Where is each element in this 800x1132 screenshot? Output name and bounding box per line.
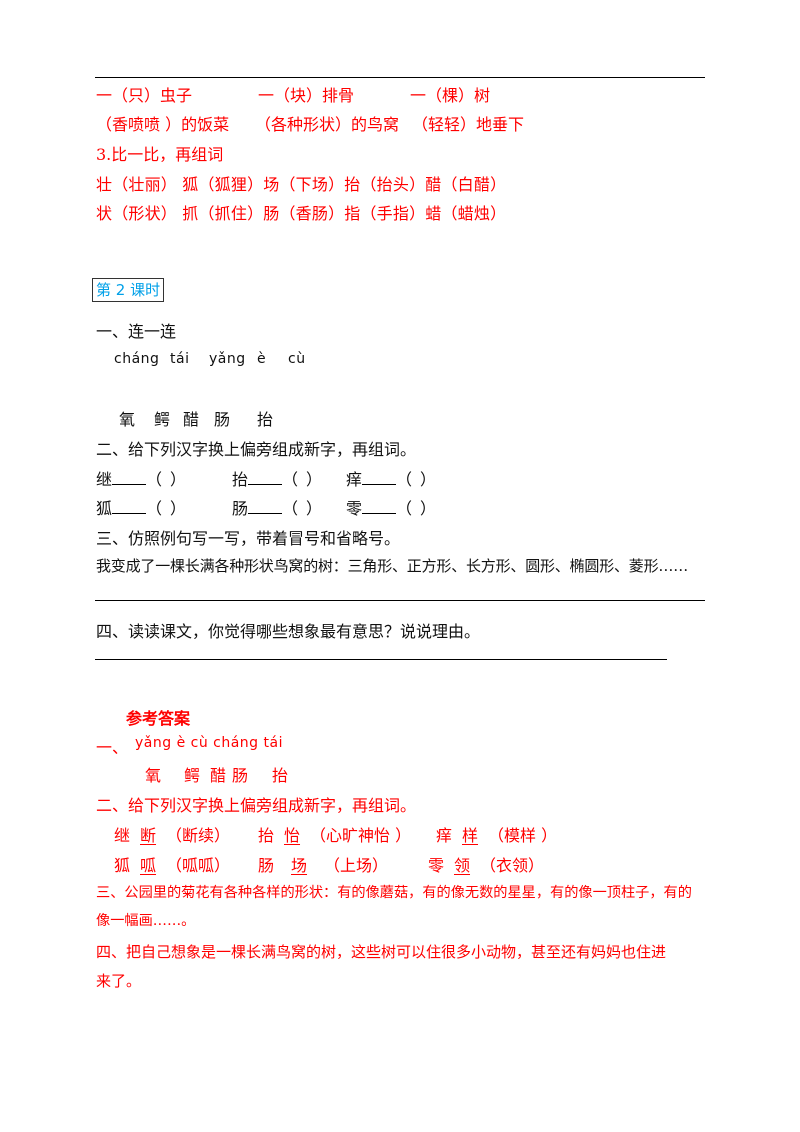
answer-blank[interactable]	[362, 499, 397, 514]
q2-item-2: 抬 （ ）	[232, 466, 322, 490]
a2-new-char: 呱	[140, 856, 157, 875]
paren-close: ）	[170, 499, 187, 518]
adj-answer-2: （各种形状）的鸟窝	[255, 115, 400, 134]
a1-label: 一、	[96, 738, 129, 757]
measure-answer-2: 一（块）排骨	[258, 86, 355, 105]
a1-char-2: 鳄	[184, 766, 201, 785]
paren-close: ）	[420, 470, 437, 489]
q1-title: 一、连一连	[96, 322, 177, 341]
adj-answer-1: （香喷喷 ）的饭菜	[96, 115, 230, 134]
a4-line-2: 来了。	[96, 972, 142, 990]
q2-char: 抬	[232, 470, 249, 489]
answer-blank[interactable]	[112, 499, 147, 514]
q2-item-3: 痒 （ ）	[346, 466, 436, 490]
a2-item-2: 抬怡 （心旷神怡 ）	[258, 822, 411, 846]
q2-item-5: 肠 （ ）	[232, 495, 322, 519]
a2-base-char: 狐	[114, 856, 131, 875]
a1-char-5: 抬	[272, 766, 289, 785]
a2-word: （衣领）	[480, 856, 545, 875]
q1-char-1: 氧	[119, 410, 136, 429]
answers-title: 参考答案	[126, 709, 191, 728]
q2-char: 零	[346, 499, 363, 518]
paren-open: （	[396, 470, 413, 489]
answer-blank[interactable]	[248, 499, 283, 514]
q1-char-3: 醋	[183, 410, 200, 429]
q2-item-1: 继 （ ）	[96, 466, 186, 490]
compare-row-2: 状（形状） 抓（抓住）肠（香肠）指（手指）蜡（蜡烛）	[96, 204, 507, 223]
q1-pinyin-4: è	[257, 351, 267, 367]
a2-base-char: 继	[114, 826, 131, 845]
q1-char-4: 肠	[214, 410, 231, 429]
a2-base-char: 肠	[258, 856, 275, 875]
a2-base-char: 抬	[258, 826, 275, 845]
a1-char-3: 醋	[210, 766, 227, 785]
q3-title: 三、仿照例句写一写，带着冒号和省略号。	[96, 529, 401, 548]
a2-base-char: 零	[428, 856, 445, 875]
a2-word: （断续）	[166, 826, 231, 845]
q2-char: 肠	[232, 499, 249, 518]
a2-item-1: 继断 （断续）	[114, 822, 230, 846]
q3-example: 我变成了一棵长满各种形状鸟窝的树：三角形、正方形、长方形、圆形、椭圆形、菱形……	[96, 557, 689, 575]
a3-line-1: 三、公园里的菊花有各种各样的形状：有的像蘑菇，有的像无数的星星，有的像一顶柱子，…	[96, 885, 692, 901]
a1-pinyin: yǎng è cù cháng tái	[135, 735, 283, 751]
a3-line-2: 像一幅画……。	[96, 913, 196, 929]
a2-item-3: 痒样 （模样 ）	[436, 822, 557, 846]
q1-pinyin-3: yǎng	[209, 351, 246, 367]
a2-word: （模样 ）	[488, 826, 558, 845]
paren-open: （	[146, 499, 163, 518]
a2-new-char: 场	[291, 856, 308, 875]
answer-blank[interactable]	[362, 470, 397, 485]
q1-char-2: 鳄	[154, 410, 171, 429]
q2-char: 狐	[96, 499, 113, 518]
a2-base-char: 痒	[436, 826, 453, 845]
section3-title: 3.比一比，再组词	[96, 145, 224, 164]
paren-open: （	[282, 499, 299, 518]
a2-item-5: 肠场 （上场）	[258, 852, 388, 876]
a2-new-char: 样	[462, 826, 479, 845]
compare-row-1: 壮（壮丽） 狐（狐狸）场（下场）抬（抬头）醋（白醋）	[96, 175, 507, 194]
paren-open: （	[146, 470, 163, 489]
paren-close: ）	[170, 470, 187, 489]
q2-char: 痒	[346, 470, 363, 489]
q2-title: 二、给下列汉字换上偏旁组成新字，再组词。	[96, 440, 417, 459]
answer-blank[interactable]	[248, 470, 283, 485]
q2-char: 继	[96, 470, 113, 489]
a2-word: （呱呱）	[166, 856, 231, 875]
a2-item-6: 零领 （衣领）	[428, 852, 544, 876]
a2-new-char: 怡	[284, 826, 301, 845]
q1-pinyin-1: cháng	[114, 351, 160, 367]
q4-answer-line[interactable]	[95, 659, 667, 660]
q3-answer-line[interactable]	[95, 600, 705, 601]
answer-blank[interactable]	[112, 470, 147, 485]
top-rule	[95, 77, 705, 78]
q1-char-5: 抬	[257, 410, 274, 429]
paren-close: ）	[306, 470, 323, 489]
a4-line-1: 四、把自己想象是一棵长满鸟窝的树，这些树可以住很多小动物，甚至还有妈妈也住进	[96, 943, 667, 961]
a2-item-4: 狐呱 （呱呱）	[114, 852, 230, 876]
q2-item-4: 狐 （ ）	[96, 495, 186, 519]
paren-close: ）	[306, 499, 323, 518]
q1-pinyin-5: cù	[288, 351, 306, 367]
a2-word: （上场）	[324, 856, 389, 875]
paren-close: ）	[420, 499, 437, 518]
measure-answer-1: 一（只）虫子	[96, 86, 193, 105]
q4-title: 四、读读课文，你觉得哪些想象最有意思？说说理由。	[96, 622, 481, 641]
q1-pinyin-2: tái	[170, 351, 190, 367]
a2-word: （心旷神怡 ）	[310, 826, 412, 845]
lesson-tag: 第 2 课时	[92, 278, 165, 302]
paren-open: （	[282, 470, 299, 489]
adj-answer-3: （轻轻）地垂下	[412, 115, 525, 134]
a1-char-1: 氧	[145, 766, 162, 785]
measure-answer-3: 一（棵）树	[410, 86, 491, 105]
q2-item-6: 零 （ ）	[346, 495, 436, 519]
a2-title: 二、给下列汉字换上偏旁组成新字，再组词。	[96, 796, 417, 815]
a2-new-char: 领	[454, 856, 471, 875]
a2-new-char: 断	[140, 826, 157, 845]
paren-open: （	[396, 499, 413, 518]
a1-char-4: 肠	[232, 766, 249, 785]
